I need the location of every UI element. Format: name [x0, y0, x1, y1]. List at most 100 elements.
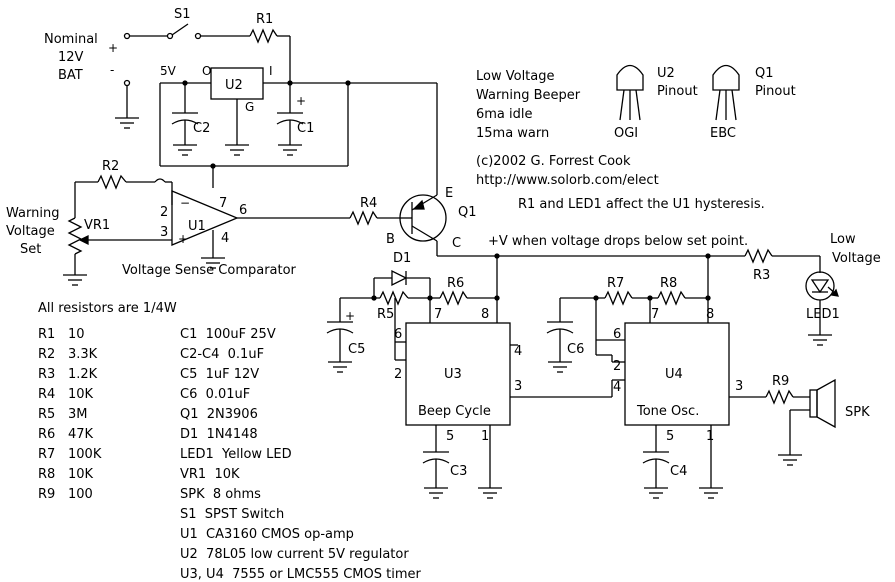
title-line1: Low Voltage [476, 69, 555, 84]
resistor-r2: R2 [74, 159, 173, 218]
battery-minus: - [110, 63, 114, 77]
r4-label: R4 [360, 196, 377, 211]
parts-left-ref: R1 [38, 327, 55, 342]
u3-pin6: 6 [394, 327, 402, 342]
spk-label: SPK [845, 405, 870, 420]
url-text: http://www.solorb.com/elect [476, 173, 659, 188]
u4-label: U4 [665, 367, 683, 382]
u4-pin6: 6 [613, 327, 621, 342]
resistor-r9: R9 [765, 374, 810, 405]
battery-label-line3: BAT [58, 68, 83, 83]
parts-right-item: D1 1N4148 [180, 427, 258, 442]
pot-label-line2: Voltage [6, 224, 55, 239]
parts-right-item: C6 0.01uF [180, 387, 250, 402]
battery-label-line2: 12V [58, 50, 84, 65]
q1-pinout: Q1 Pinout EBC [710, 64, 796, 141]
q1-label: Q1 [458, 205, 477, 220]
title-block: Low Voltage Warning Beeper 6ma idle 15ma… [476, 69, 765, 249]
u3-description: Beep Cycle [418, 404, 491, 419]
parts-right-item: C1 100uF 25V [180, 327, 276, 342]
capacitor-c3: C3 [422, 425, 467, 499]
u2-pin-g: G [245, 100, 254, 114]
svg-text:−: − [180, 196, 190, 210]
parts-right-item: VR1 10K [180, 467, 240, 482]
parts-left-ref: R8 [38, 467, 55, 482]
potentiometer-vr1: Warning Voltage Set VR1 [6, 206, 172, 286]
u3-pin1: 1 [481, 429, 489, 444]
resistor-r6: R6 [430, 276, 500, 306]
parts-left-value: 10K [68, 387, 94, 402]
parts-left-ref: R2 [38, 347, 55, 362]
timer-u4: U4 Tone Osc. 6 2 4 7 8 3 5 1 [595, 256, 766, 499]
q1-pinout-sub: Pinout [755, 84, 796, 99]
vplus-note: +V when voltage drops below set point. [488, 234, 748, 249]
battery-label-line1: Nominal [44, 32, 98, 47]
u3-label: U3 [444, 367, 462, 382]
title-line4: 15ma warn [476, 126, 549, 141]
capacitor-c5: + C5 [326, 298, 365, 373]
parts-left-ref: R3 [38, 367, 55, 382]
capacitor-c2: C2 [171, 83, 210, 156]
u3-body [405, 322, 511, 426]
resistor-r1: R1 [201, 12, 290, 44]
parts-right-item: Q1 2N3906 [180, 407, 258, 422]
parts-left-ref: R4 [38, 387, 55, 402]
u2-pinout-pins: OGI [614, 126, 638, 141]
capacitor-c1: + C1 [276, 94, 314, 156]
r3-label: R3 [753, 268, 770, 283]
u4-pin4: 4 [613, 380, 621, 395]
u4-pin2: 2 [613, 359, 621, 374]
q1-pin-e: E [445, 186, 453, 201]
parts-right-item: C2-C4 0.1uF [180, 347, 264, 362]
u3-pin7: 7 [434, 307, 442, 322]
c4-label: C4 [670, 464, 687, 479]
vr1-label: VR1 [84, 218, 110, 233]
resistor-r5: R5 [340, 290, 433, 342]
c1-label: C1 [297, 121, 314, 136]
u3-pin2: 2 [394, 367, 402, 382]
u1-description: Voltage Sense Comparator [122, 263, 297, 278]
u4-pin7: 7 [651, 307, 659, 322]
q1-pin-c: C [452, 236, 461, 251]
resistor-r3: R3 [744, 248, 820, 283]
parts-left-value: 1.2K [68, 367, 98, 382]
u1-pin4: 4 [221, 231, 229, 246]
parts-right-item: LED1 Yellow LED [180, 447, 292, 462]
parts-left-value: 3M [68, 407, 88, 422]
parts-left-value: 100K [68, 447, 102, 462]
u3-pin4: 4 [514, 344, 522, 359]
parts-left-ref: R7 [38, 447, 55, 462]
v5-label: 5V [160, 64, 177, 78]
comparator-u1: − + U1 2 3 7 4 6 Voltage Sense Comparato… [122, 190, 350, 278]
u3-pin5: 5 [446, 429, 454, 444]
diode-d1: D1 [373, 251, 431, 298]
u4-body [624, 322, 730, 426]
c3-label: C3 [450, 464, 467, 479]
led-label-line1: Low [830, 232, 856, 247]
parts-right-item: C5 1uF 12V [180, 367, 259, 382]
q1-pin-b: B [386, 232, 395, 247]
parts-right-item: U3, U4 7555 or LMC555 CMOS timer [180, 567, 422, 582]
battery-plus-terminal [123, 32, 131, 40]
capacitor-c4: C4 [642, 425, 687, 499]
resistors-header: All resistors are 1/4W [38, 301, 177, 316]
u1-label: U1 [188, 219, 206, 234]
d1-label: D1 [393, 251, 411, 266]
resistor-r7: R7 [560, 276, 653, 306]
title-line3: 6ma idle [476, 107, 533, 122]
u1-pin3: 3 [160, 225, 168, 240]
parts-right-item: U2 78L05 low current 5V regulator [180, 547, 409, 562]
u2-pinout: U2 Pinout OGI [614, 64, 698, 141]
parts-left-value: 3.3K [68, 347, 98, 362]
u4-pin1: 1 [706, 429, 714, 444]
r1-label: R1 [256, 12, 273, 27]
pot-label-line3: Set [20, 242, 41, 257]
led-label-line2: Voltage [832, 251, 881, 266]
parts-left-ref: R6 [38, 427, 55, 442]
c1-plus: + [296, 94, 306, 108]
parts-left-ref: R5 [38, 407, 55, 422]
parts-right-item: U1 CA3160 CMOS op-amp [180, 527, 354, 542]
regulator-u2: U2 O I G 5V [160, 36, 438, 195]
timer-u3: U3 Beep Cycle 6 2 7 8 4 3 5 1 [394, 256, 613, 499]
